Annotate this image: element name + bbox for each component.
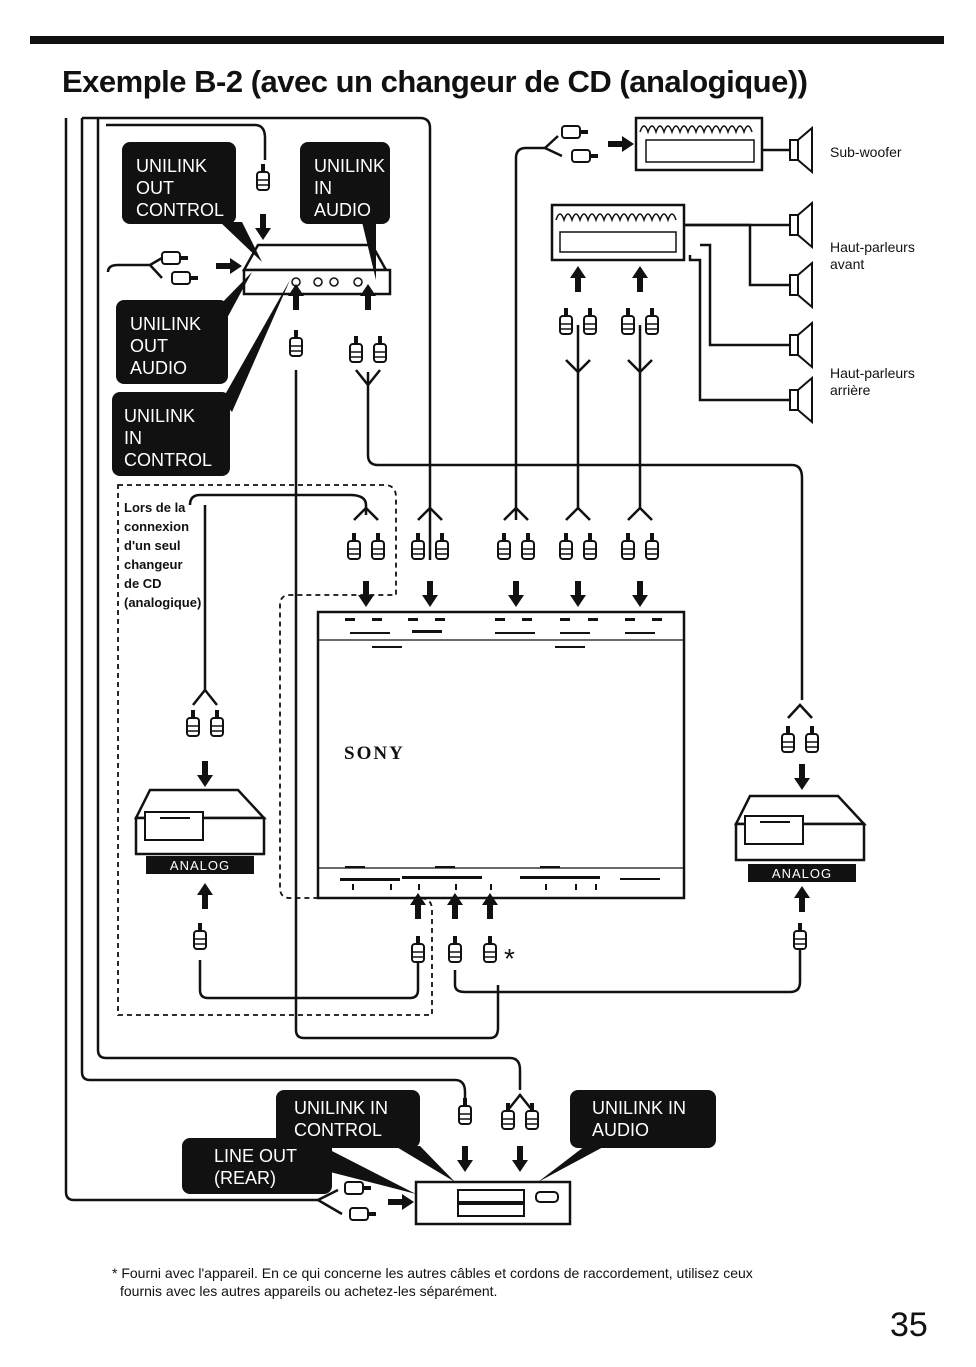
speaker-icon [789, 377, 813, 423]
footnote-line: * Fourni avec l'appareil. En ce qui conc… [112, 1265, 753, 1281]
head-unit [414, 1180, 572, 1226]
analog-label-right: ANALOG [772, 866, 832, 881]
top-rule [30, 36, 944, 44]
brand-logo: SONY [344, 743, 405, 764]
speaker-icon [789, 322, 813, 368]
single-changer-outline [117, 484, 433, 1016]
label-line-out-rear: LINE OUT(REAR) [214, 1146, 297, 1188]
cd-changer-left [133, 788, 267, 874]
cables [64, 116, 804, 1202]
footnote: * Fourni avec l'appareil. En ce qui conc… [112, 1264, 912, 1300]
power-amplifier [550, 203, 686, 262]
analog-label-left: ANALOG [170, 858, 230, 873]
page-title: Exemple B-2 (avec un changeur de CD (ana… [62, 64, 808, 99]
label-sub-woofer: Sub-woofer [830, 144, 902, 160]
speaker-icon [789, 127, 813, 173]
speaker-icon [789, 202, 813, 248]
speaker-icon [789, 262, 813, 308]
sony-processor-unit [316, 610, 686, 900]
footnote-line: fournis avec les autres appareils ou ach… [120, 1283, 498, 1299]
note-single-changer: Lors de la connexion d'un seul changeur … [124, 500, 201, 610]
cd-changer-right [733, 794, 867, 882]
subwoofer-amplifier [634, 116, 764, 172]
page-number: 35 [890, 1306, 928, 1344]
asterisk-mark: * [504, 943, 515, 974]
interface-box [241, 243, 392, 296]
